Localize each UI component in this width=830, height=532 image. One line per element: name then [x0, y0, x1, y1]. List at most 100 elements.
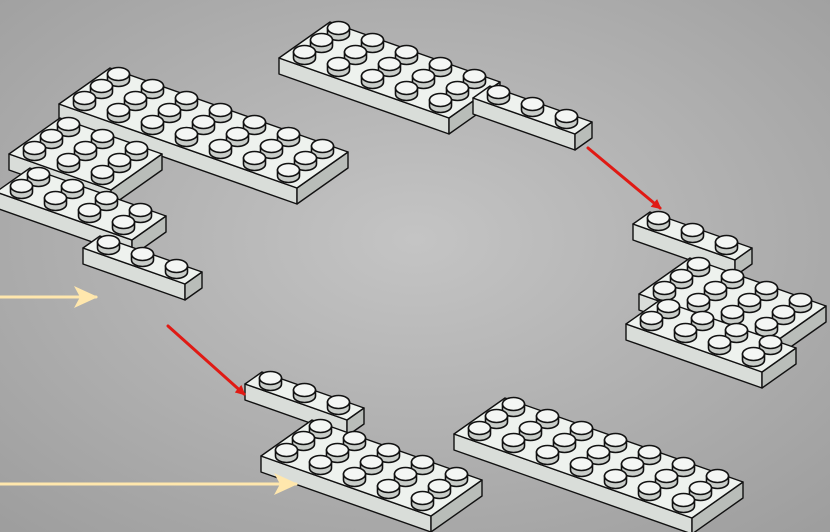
stud [720, 304, 745, 326]
red-arrow-bottom-left [166, 324, 246, 396]
stud [724, 322, 749, 344]
stud [639, 310, 664, 332]
stud [342, 430, 367, 452]
plate-right-strip [632, 210, 753, 277]
stud [394, 80, 419, 102]
stud [486, 84, 511, 106]
stud [669, 268, 694, 290]
stud [603, 432, 628, 454]
stud [111, 214, 136, 236]
stud [326, 394, 351, 416]
stud [130, 246, 155, 268]
stud [788, 292, 813, 314]
stud [107, 152, 132, 174]
stud [360, 68, 385, 90]
stud [518, 420, 543, 442]
stud [720, 268, 745, 290]
stud [308, 454, 333, 476]
lego-plates [0, 20, 827, 532]
stud [191, 114, 216, 136]
stud [259, 138, 284, 160]
stud [140, 114, 165, 136]
stud [707, 334, 732, 356]
stud [569, 420, 594, 442]
stud [174, 90, 199, 112]
stud [410, 490, 435, 512]
plate-top-right-strip [472, 84, 593, 151]
stud [326, 56, 351, 78]
stud [90, 164, 115, 186]
stud [554, 108, 579, 130]
stud [292, 382, 317, 404]
plate-top-right-block [278, 20, 501, 135]
stud [737, 292, 762, 314]
stud [754, 316, 779, 338]
stud [242, 150, 267, 172]
stud [501, 432, 526, 454]
plate-bottom-long [453, 396, 744, 532]
plate-top-long [58, 66, 349, 205]
stud [343, 44, 368, 66]
red-arrow-top-right [586, 146, 662, 210]
stud [258, 370, 283, 392]
stud [43, 190, 68, 212]
stud [96, 234, 121, 256]
arrows [0, 146, 662, 495]
stud [411, 68, 436, 90]
stud [535, 444, 560, 466]
stud [646, 210, 671, 232]
stud [467, 420, 492, 442]
stud [690, 310, 715, 332]
stud [90, 128, 115, 150]
stud [376, 478, 401, 500]
stud [72, 90, 97, 112]
stud [106, 66, 131, 88]
stud [637, 480, 662, 502]
stud [771, 304, 796, 326]
stud [326, 20, 351, 42]
stud [56, 152, 81, 174]
stud [484, 408, 509, 430]
stud [680, 222, 705, 244]
stud [705, 468, 730, 490]
stud [164, 258, 189, 280]
stud [428, 92, 453, 114]
stud [637, 444, 662, 466]
stud [77, 202, 102, 224]
stud [9, 178, 34, 200]
stud [445, 80, 470, 102]
stud [208, 138, 233, 160]
stud [410, 454, 435, 476]
stud [274, 442, 299, 464]
stud [741, 346, 766, 368]
stud [292, 44, 317, 66]
stud [26, 166, 51, 188]
stud [39, 128, 64, 150]
stud [325, 442, 350, 464]
stud [293, 150, 318, 172]
stud [686, 292, 711, 314]
stud [276, 162, 301, 184]
stud [754, 280, 779, 302]
stud [673, 322, 698, 344]
stud [208, 102, 233, 124]
stud [714, 234, 739, 256]
stud [654, 468, 679, 490]
stud [359, 454, 384, 476]
stud [291, 430, 316, 452]
stud [569, 456, 594, 478]
stud [520, 96, 545, 118]
stud [174, 126, 199, 148]
stud [342, 466, 367, 488]
stud [603, 468, 628, 490]
stud [376, 442, 401, 464]
stud [22, 140, 47, 162]
plate-left-strip [82, 234, 203, 301]
stud [360, 32, 385, 54]
plate-bottom-block [260, 418, 483, 532]
stud [688, 480, 713, 502]
stud [652, 280, 677, 302]
plate-right-lower [625, 298, 797, 389]
